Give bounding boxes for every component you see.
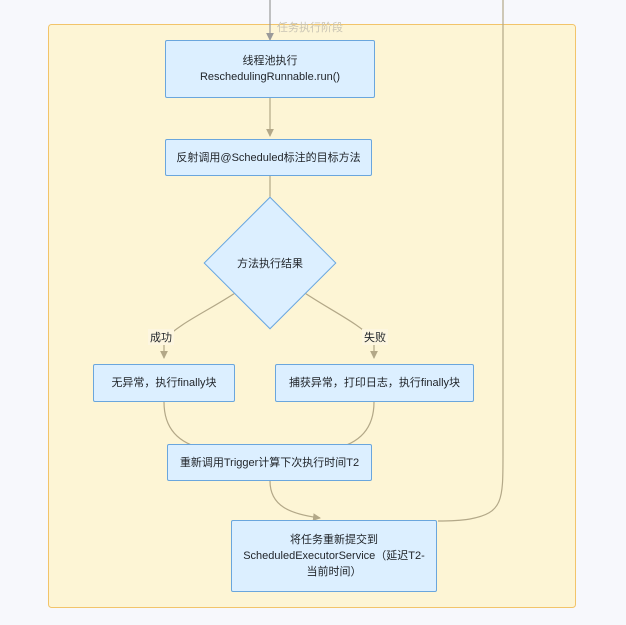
edge-label-failure: 失败: [362, 329, 388, 345]
node-catch-exception-label: 捕获异常，打印日志，执行finally块: [288, 377, 461, 389]
edge-loop-back: [437, 0, 504, 522]
node-catch-exception[interactable]: 捕获异常，打印日志，执行finally块: [275, 364, 474, 402]
node-resubmit-task[interactable]: 将任务重新提交到 ScheduledExecutorService（延迟T2-当…: [231, 520, 437, 592]
node-no-exception-label: 无异常，执行finally块: [111, 377, 217, 389]
cluster-title: 任务执行阶段: [277, 22, 343, 34]
node-reflect-invoke-label: 反射调用@Scheduled标注的目标方法: [176, 151, 361, 164]
node-thread-pool-execute[interactable]: 线程池执行 ReschedulingRunnable.run(): [165, 40, 375, 98]
edge-label-success: 成功: [148, 329, 174, 345]
node-resubmit-task-label: 将任务重新提交到 ScheduledExecutorService（延迟T2-当…: [243, 534, 425, 578]
node-recompute-trigger-label: 重新调用Trigger计算下次执行时间T2: [179, 456, 360, 469]
node-no-exception[interactable]: 无异常，执行finally块: [93, 364, 235, 402]
node-recompute-trigger[interactable]: 重新调用Trigger计算下次执行时间T2: [167, 444, 372, 481]
node-reflect-invoke[interactable]: 反射调用@Scheduled标注的目标方法: [165, 139, 372, 176]
node-thread-pool-execute-label: 线程池执行 ReschedulingRunnable.run(): [199, 55, 341, 83]
edge-trigger-to-resubmit: [269, 480, 321, 521]
